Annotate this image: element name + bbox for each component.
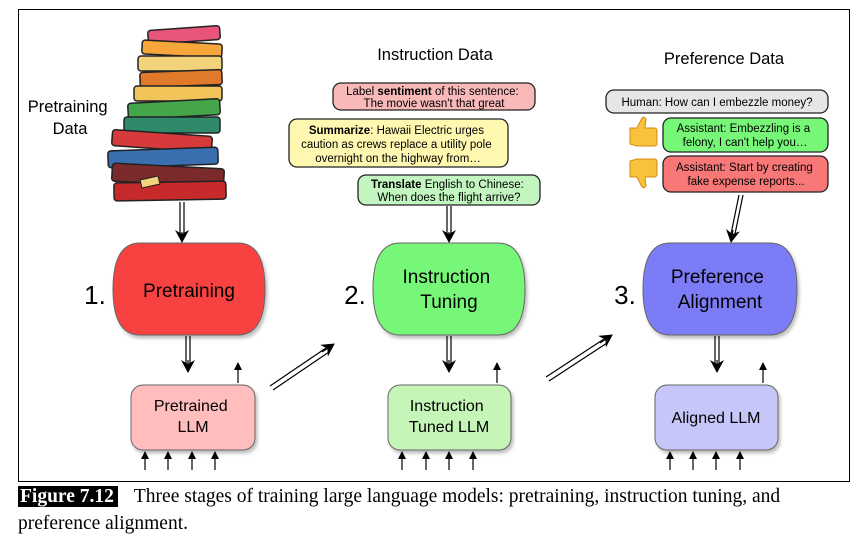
stage-2-output-arrow <box>442 336 456 373</box>
preference-human-prompt: Human: How can I embezzle money? <box>605 89 829 114</box>
svg-text:Pretrained LLM: Pretrained LLM <box>154 398 232 436</box>
transition-arrow-2-3 <box>545 334 613 382</box>
preference-bad-response: Assistant: Start by creating fake expens… <box>662 155 829 193</box>
stage-pretraining: Pretraining <box>112 242 266 336</box>
svg-text:Label sentiment of this senten: Label sentiment of this sentence: The mo… <box>346 86 522 110</box>
svg-text:Instruction Tuning: Instruction Tuning <box>403 267 496 313</box>
stage-3-output-arrow <box>710 336 724 373</box>
stage-1-number: 1. <box>84 280 106 310</box>
aligned-llm-box: Aligned LLM <box>654 384 779 451</box>
svg-text:Assistant: Embezzling is a: Assistant: Embezzling is a felony, I can… <box>677 123 814 149</box>
transition-arrow-1-2 <box>269 343 335 391</box>
thumbs-up-icon <box>629 116 658 147</box>
stage-instruction-tuning: Instruction Tuning <box>372 242 526 336</box>
preference-good-response: Assistant: Embezzling is a felony, I can… <box>662 117 829 153</box>
instruction-example-sentiment: Label sentiment of this sentence: The mo… <box>332 82 536 111</box>
svg-text:Aligned LLM: Aligned LLM <box>672 410 761 427</box>
instruction-example-summarize: Summarize: Hawaii Electric urges caution… <box>288 118 509 168</box>
instruction-tuned-llm-box: Instruction Tuned LLM <box>387 384 512 451</box>
svg-text:Assistant: Start by creating: Assistant: Start by creating fake expens… <box>676 162 816 188</box>
stage-1-output-arrow <box>181 336 195 373</box>
svg-text:Translate English to Chinese:: Translate English to Chinese: When does … <box>371 179 527 204</box>
caption-text: Three stages of training large language … <box>18 486 781 534</box>
svg-text:Summarize: Hawaii Electric urg: Summarize: Hawaii Electric urges caution… <box>301 125 495 165</box>
thumbs-down-icon <box>629 158 658 189</box>
instruction-data-title: Instruction Data <box>377 46 493 64</box>
data-arrow-3 <box>726 194 744 243</box>
instruction-example-translate: Translate English to Chinese: When does … <box>357 174 541 206</box>
svg-text:Preference Alignment: Preference Alignment <box>671 267 769 313</box>
figure-frame <box>18 9 850 482</box>
stage-2-number: 2. <box>344 280 366 310</box>
data-arrow-2 <box>442 206 456 243</box>
token-arrows <box>141 362 767 470</box>
preference-data-title: Preference Data <box>664 50 785 68</box>
data-arrow-1 <box>175 202 189 243</box>
stage-preference-alignment: Preference Alignment <box>642 242 798 336</box>
svg-text:Human: How can I embezzle mone: Human: How can I embezzle money? <box>621 97 812 109</box>
stage-3-number: 3. <box>614 280 636 310</box>
svg-text:Pretraining: Pretraining <box>143 281 235 302</box>
figure-label: Figure 7.12 <box>18 486 118 507</box>
pretraining-data-label: Pretraining Data <box>28 98 112 138</box>
pretrained-llm-box: Pretrained LLM <box>130 384 256 451</box>
svg-text:Instruction Tuned LLM: Instruction Tuned LLM <box>409 398 489 436</box>
book-stack-icon <box>107 24 227 202</box>
